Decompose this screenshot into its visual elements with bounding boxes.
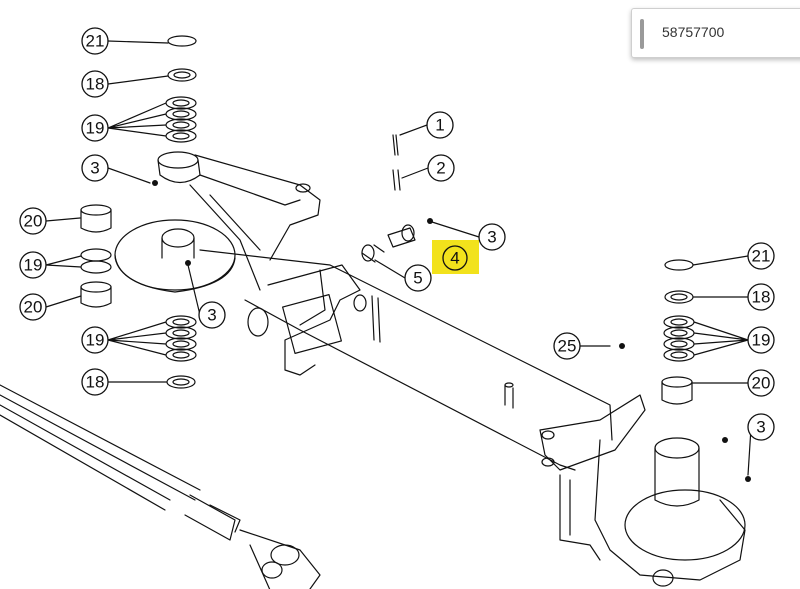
svg-text:18: 18 [752, 288, 771, 307]
callout-3-right[interactable]: 3 [747, 413, 775, 441]
svg-text:3: 3 [207, 306, 216, 325]
callout-2[interactable]: 2 [427, 154, 455, 182]
svg-text:2: 2 [436, 159, 445, 178]
callout-19-left-top[interactable]: 19 [81, 114, 109, 142]
svg-text:1: 1 [435, 116, 444, 135]
svg-text:21: 21 [86, 32, 105, 51]
svg-text:19: 19 [86, 331, 105, 350]
svg-text:20: 20 [752, 374, 771, 393]
callout-3-center[interactable]: 3 [478, 223, 506, 251]
svg-text:5: 5 [413, 269, 422, 288]
svg-text:3: 3 [487, 228, 496, 247]
callout-21-left[interactable]: 21 [81, 27, 109, 55]
svg-text:25: 25 [558, 337, 577, 356]
search-accent-bar [640, 19, 644, 49]
callout-20-left-top[interactable]: 20 [19, 207, 47, 235]
svg-text:21: 21 [752, 247, 771, 266]
callout-18-left-top[interactable]: 18 [81, 70, 109, 98]
svg-text:3: 3 [90, 159, 99, 178]
svg-text:20: 20 [24, 212, 43, 231]
svg-text:18: 18 [86, 373, 105, 392]
diagram-linework [0, 35, 752, 589]
callout-4-highlighted[interactable]: 4 [442, 245, 468, 271]
callout-5[interactable]: 5 [404, 264, 432, 292]
callout-labels[interactable]: 21 18 19 3 20 19 20 3 19 18 1 2 3 4 5 21… [19, 27, 775, 441]
callout-18-right[interactable]: 18 [747, 283, 775, 311]
svg-text:4: 4 [450, 249, 459, 268]
svg-text:18: 18 [86, 75, 105, 94]
part-number-value[interactable]: 58757700 [662, 24, 725, 40]
callout-19-left-mid[interactable]: 19 [19, 251, 47, 279]
svg-text:19: 19 [86, 119, 105, 138]
svg-text:19: 19 [752, 331, 771, 350]
svg-text:19: 19 [24, 256, 43, 275]
callout-20-right[interactable]: 20 [747, 369, 775, 397]
callout-18-left-bottom[interactable]: 18 [81, 368, 109, 396]
callout-19-left-bottom[interactable]: 19 [81, 326, 109, 354]
callout-19-right[interactable]: 19 [747, 326, 775, 354]
callout-21-right[interactable]: 21 [747, 242, 775, 270]
svg-text:3: 3 [756, 418, 765, 437]
callout-3-left-mid[interactable]: 3 [198, 301, 226, 329]
callout-20-left-bottom[interactable]: 20 [19, 293, 47, 321]
callout-1[interactable]: 1 [426, 111, 454, 139]
screw-markers [152, 180, 751, 482]
callout-25[interactable]: 25 [553, 332, 581, 360]
callout-3-left-top[interactable]: 3 [81, 154, 109, 182]
svg-text:20: 20 [24, 298, 43, 317]
part-number-search[interactable]: 58757700 [631, 8, 800, 58]
